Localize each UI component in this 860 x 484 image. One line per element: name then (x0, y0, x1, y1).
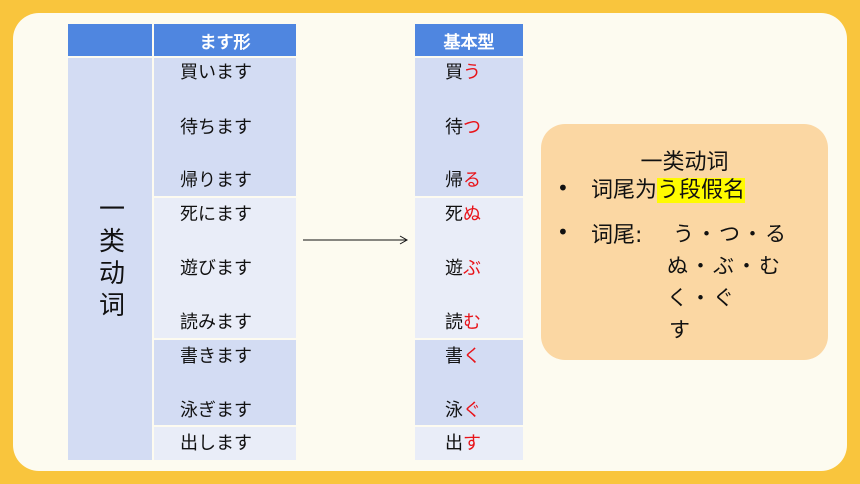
masu-word: 読みます (180, 312, 252, 333)
word-ending: く (463, 346, 481, 367)
word-ending: る (463, 170, 481, 191)
masu-word: 書きます (180, 346, 252, 367)
header-empty-cell (68, 24, 152, 56)
endings-line: す (669, 318, 692, 342)
word-ending: ぶ (463, 258, 481, 279)
masu-word: 待ちます (180, 117, 252, 138)
row-group-4: 出します (154, 427, 296, 460)
bullet-endings-label: 词尾: (591, 223, 643, 248)
arrow-right-icon (303, 235, 409, 245)
masu-header-label: ます形 (154, 24, 296, 56)
row-group-1: 買います 待ちます 帰ります (154, 58, 296, 196)
masu-word: 泳ぎます (180, 400, 252, 421)
row-group-2: 死にます 遊びます 読みます (154, 198, 296, 338)
group-label: 一类动词 (94, 195, 125, 323)
endings-line: く・ぐ (667, 286, 736, 310)
word-ending: つ (463, 117, 481, 138)
row-group-1: 買う 待つ 帰る (415, 58, 523, 196)
word-ending: ぬ (463, 204, 481, 225)
basic-word: 待つ (445, 117, 481, 138)
basic-word: 買う (445, 62, 481, 83)
bullet-icon: • (557, 176, 569, 200)
masu-word: 帰ります (180, 170, 252, 191)
basic-word: 出す (445, 433, 481, 454)
masu-word: 出します (180, 433, 252, 454)
row-group-3: 書きます 泳ぎます (154, 340, 296, 425)
basic-form-table: 基本型 買う 待つ 帰る 死ぬ 遊ぶ 読む 書く 泳ぐ 出す (415, 24, 523, 460)
info-box: 一类动词 • 词尾为う段假名 • 词尾: う・つ・る ぬ・ぶ・む く・ぐ す (541, 124, 828, 360)
endings-line: う・つ・る (673, 222, 788, 246)
bullet-rule-ending-kana: 词尾为う段假名 (591, 178, 746, 203)
word-ending: む (463, 312, 481, 333)
word-ending: う (463, 62, 481, 83)
basic-word: 遊ぶ (445, 258, 481, 279)
basic-word: 読む (445, 312, 481, 333)
basic-word: 書く (445, 346, 481, 367)
basic-header-label: 基本型 (415, 24, 523, 56)
bullet-icon: • (557, 220, 569, 244)
basic-word: 泳ぐ (445, 400, 481, 421)
masu-words-column: 買います 待ちます 帰ります 死にます 遊びます 読みます 書きます 泳ぎます … (154, 58, 296, 462)
info-title: 一类动词 (640, 150, 729, 175)
basic-words-column: 買う 待つ 帰る 死ぬ 遊ぶ 読む 書く 泳ぐ 出す (415, 58, 523, 462)
row-group-3: 書く 泳ぐ (415, 340, 523, 425)
highlighted-text: う段假名 (657, 178, 746, 203)
masu-word: 死にます (180, 204, 252, 225)
masu-table-header: ます形 (68, 24, 296, 56)
row-group-4: 出す (415, 427, 523, 460)
basic-word: 帰る (445, 170, 481, 191)
masu-word: 遊びます (180, 258, 252, 279)
endings-line: ぬ・ぶ・む (667, 254, 782, 278)
masu-form-table: ます形 一类动词 買います 待ちます 帰ります 死にます 遊びます 読みます 書… (68, 24, 296, 460)
group-label-cell: 一类动词 (68, 58, 152, 460)
word-ending: ぐ (463, 400, 481, 421)
word-ending: す (463, 433, 481, 454)
row-group-2: 死ぬ 遊ぶ 読む (415, 198, 523, 338)
basic-word: 死ぬ (445, 204, 481, 225)
masu-word: 買います (180, 62, 252, 83)
